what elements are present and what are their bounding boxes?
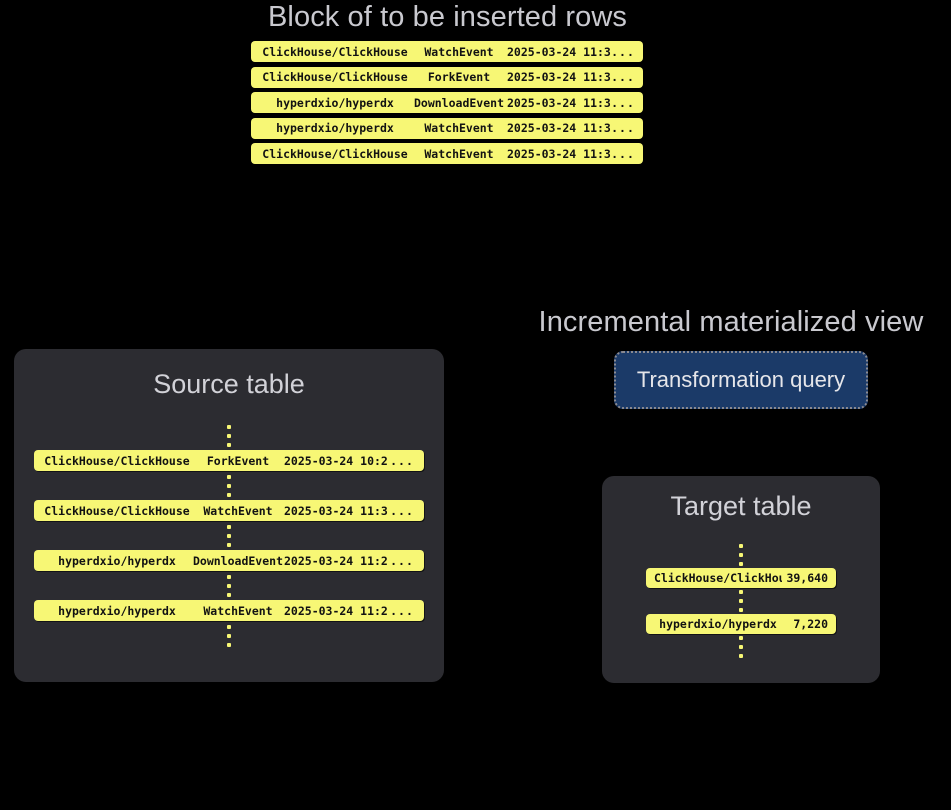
row-event: WatchEvent	[424, 121, 494, 135]
row-repo: ClickHouse/ClickHouse	[44, 503, 190, 518]
row-timestamp: 2025-03-24 11:35:54	[507, 146, 611, 161]
row-event: WatchEvent	[203, 503, 273, 518]
table-row: hyperdxio/hyperdx WatchEvent 2025-03-24 …	[251, 117, 643, 139]
row-repo: hyperdxio/hyperdx	[276, 121, 394, 135]
table-row: ClickHouse/ClickHouse 39,640	[646, 568, 836, 588]
target-table-title: Target table	[670, 491, 812, 521]
row-repo: ClickHouse/ClickHouse	[44, 453, 190, 468]
vertical-ellipsis-icon	[34, 421, 424, 450]
row-event: ForkEvent	[427, 70, 491, 84]
row-timestamp: 2025-03-24 11:35:44	[507, 70, 611, 84]
row-more: ...	[390, 553, 414, 568]
vertical-ellipsis-icon	[34, 571, 424, 600]
row-timestamp: 2025-03-24 11:28:32	[284, 603, 388, 618]
row-more: ...	[390, 603, 414, 618]
row-more: ...	[390, 503, 414, 518]
row-repo: hyperdxio/hyperdx	[58, 603, 176, 618]
table-row: ClickHouse/ClickHouse WatchEvent 2025-03…	[251, 41, 643, 62]
table-row: hyperdxio/hyperdx WatchEvent 2025-03-24 …	[34, 600, 424, 621]
block-heading: Block of to be inserted rows	[267, 1, 628, 33]
row-count: 7,220	[793, 617, 828, 631]
source-table-title: Source table	[153, 369, 305, 399]
target-rows-list: ClickHouse/ClickHouse 39,640 hyperdxio/h…	[646, 542, 836, 660]
row-repo: hyperdxio/hyperdx	[276, 95, 394, 110]
vertical-ellipsis-icon	[646, 634, 836, 660]
row-event: WatchEvent	[424, 146, 494, 161]
row-more: ...	[611, 121, 635, 135]
row-timestamp: 2025-03-24 11:35:40	[507, 44, 611, 59]
materialized-view-heading: Incremental materialized view	[538, 306, 924, 338]
block-rows-list: ClickHouse/ClickHouse WatchEvent 2025-03…	[251, 41, 643, 169]
source-table-panel: Source table ClickHouse/ClickHouse ForkE…	[14, 349, 444, 682]
row-repo: ClickHouse/ClickHouse	[654, 571, 782, 585]
table-row: hyperdxio/hyperdx DownloadEvent 2025-03-…	[251, 92, 643, 113]
row-event: WatchEvent	[203, 603, 273, 618]
vertical-ellipsis-icon	[646, 542, 836, 568]
table-row: hyperdxio/hyperdx 7,220	[646, 614, 836, 634]
vertical-ellipsis-icon	[646, 588, 836, 614]
row-more: ...	[611, 70, 635, 84]
vertical-ellipsis-icon	[34, 471, 424, 500]
vertical-ellipsis-icon	[34, 621, 424, 650]
row-repo: ClickHouse/ClickHouse	[262, 146, 408, 161]
table-row: ClickHouse/ClickHouse WatchEvent 2025-03…	[34, 500, 424, 521]
vertical-ellipsis-icon	[34, 521, 424, 550]
row-timestamp: 2025-03-24 11:35:52	[507, 121, 611, 135]
table-row: ClickHouse/ClickHouse WatchEvent 2025-03…	[251, 143, 643, 164]
transformation-query-box[interactable]: Transformation query	[614, 351, 868, 409]
table-row: hyperdxio/hyperdx DownloadEvent 2025-03-…	[34, 550, 424, 571]
row-more: ...	[611, 146, 635, 161]
row-timestamp: 2025-03-24 10:25:00	[284, 453, 388, 468]
row-event: ForkEvent	[206, 453, 270, 468]
table-row: ClickHouse/ClickHouse ForkEvent 2025-03-…	[251, 66, 643, 88]
row-timestamp: 2025-03-24 11:20:12	[284, 553, 388, 568]
row-timestamp: 2025-03-24 11:35:48	[507, 95, 611, 110]
row-event: DownloadEvent	[413, 95, 504, 110]
row-more: ...	[611, 95, 635, 110]
row-repo: ClickHouse/ClickHouse	[262, 44, 408, 59]
row-event: DownloadEvent	[192, 553, 283, 568]
row-more: ...	[390, 453, 414, 468]
table-row: ClickHouse/ClickHouse ForkEvent 2025-03-…	[34, 450, 424, 471]
row-repo: hyperdxio/hyperdx	[58, 553, 176, 568]
row-repo: hyperdxio/hyperdx	[659, 617, 777, 631]
row-event: WatchEvent	[424, 44, 494, 59]
row-repo: ClickHouse/ClickHouse	[262, 70, 408, 84]
row-more: ...	[611, 44, 635, 59]
target-table-panel: Target table ClickHouse/ClickHouse 39,64…	[602, 476, 880, 683]
source-rows-list: ClickHouse/ClickHouse ForkEvent 2025-03-…	[34, 421, 424, 650]
row-timestamp: 2025-03-24 11:32:54	[284, 503, 388, 518]
row-count: 39,640	[786, 571, 828, 585]
